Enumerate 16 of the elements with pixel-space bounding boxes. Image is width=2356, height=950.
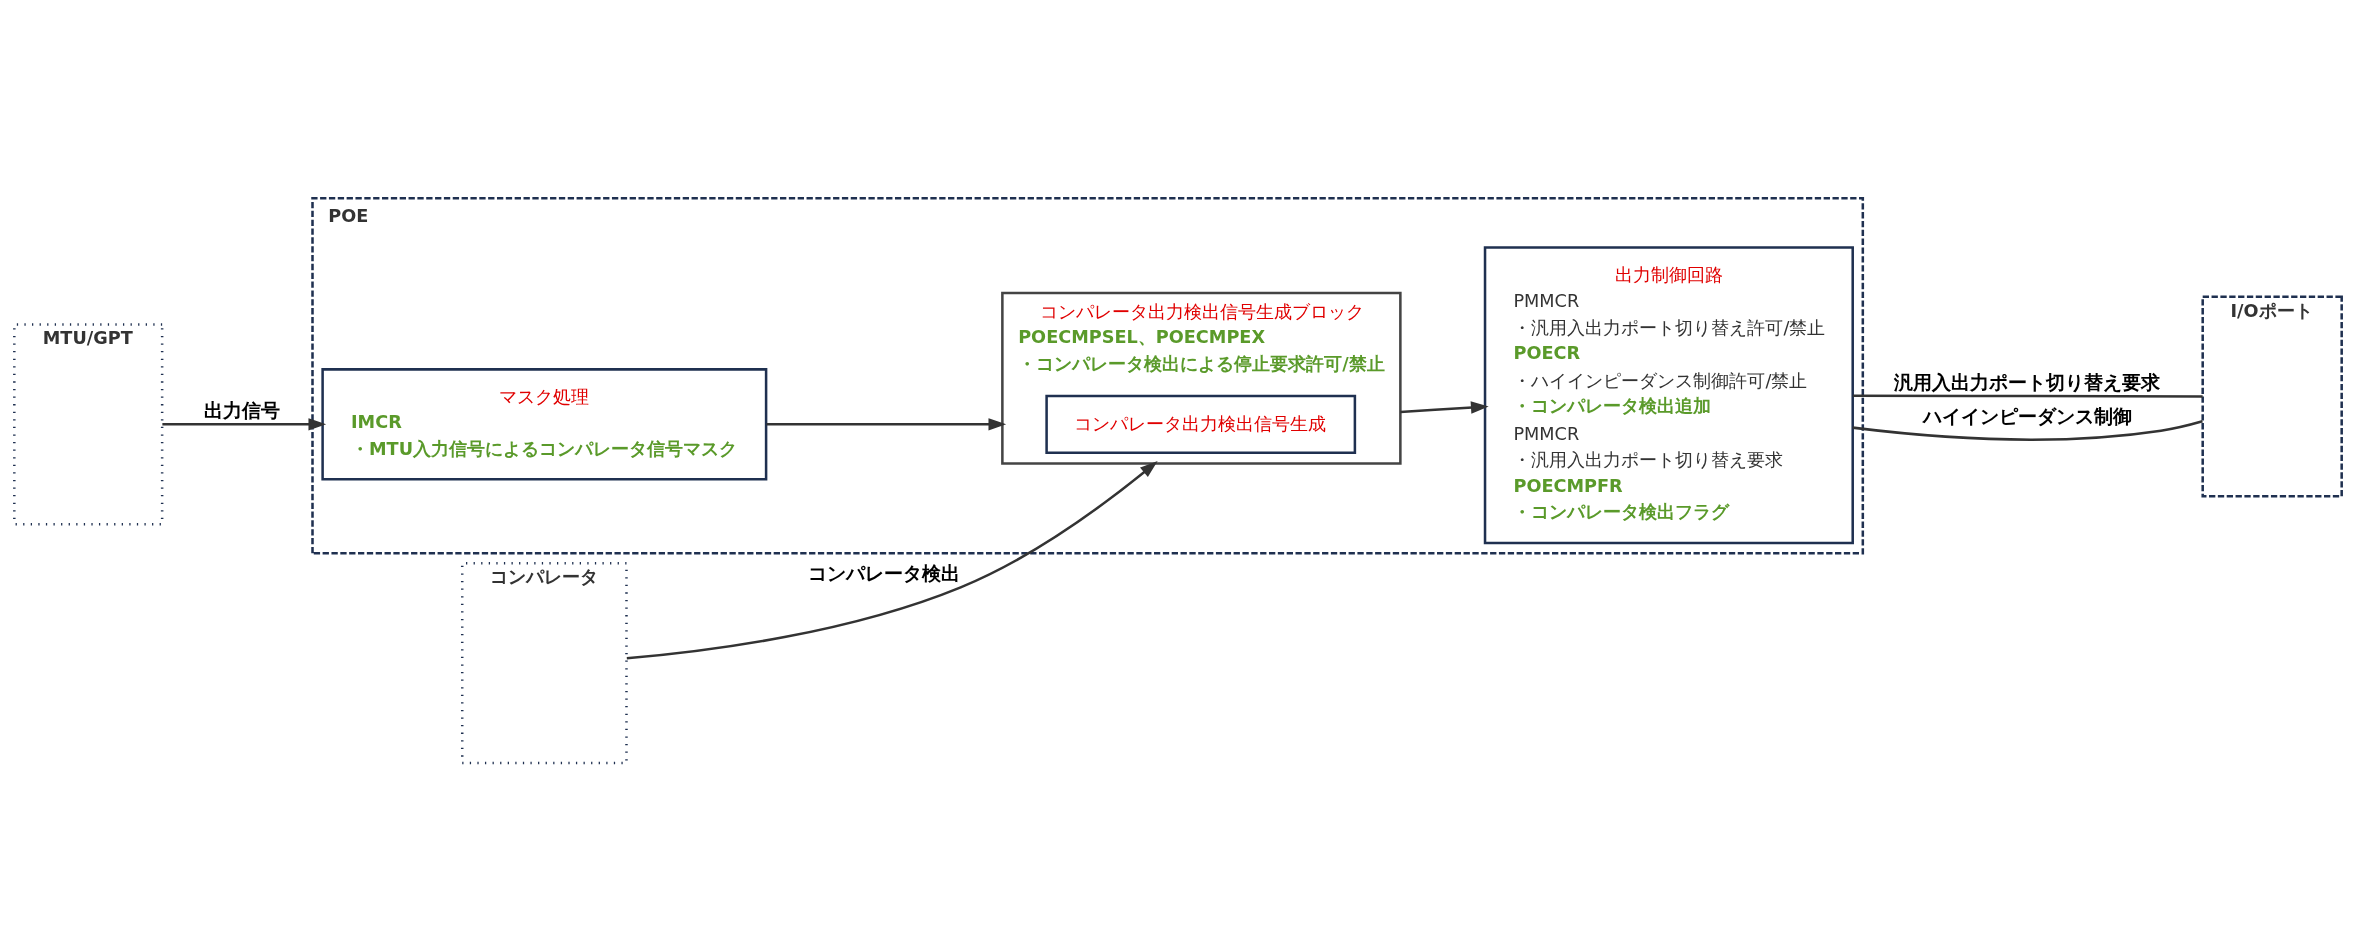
edge-label: 汎用入出力ポート切り替え要求 — [1894, 370, 2161, 393]
connector — [1852, 419, 2203, 441]
arrow — [626, 460, 1158, 660]
edge-label: 出力信号 — [203, 398, 280, 421]
node-box: マスク処理 IMCR ・MTU入力信号によるコンパレータ信号マスク — [321, 367, 768, 481]
arrow — [766, 417, 1007, 431]
arrow — [1400, 400, 1489, 414]
edge-label: ハイインピーダンス制御 — [1922, 404, 2132, 427]
edge-label: コンパレータ検出 — [807, 561, 960, 584]
node-box: 出力制御回路 PMMCR ・汎用入出力ポート切り替え許可/禁止 POECR ・ハイインピーダンス制御許可/禁止 ・コンパレータ検出追加 PMMCR ・汎用入出力ポート切り替え要求 POECMPFR ・コンパレータ検出フラグ — [1483, 245, 1854, 544]
arrow — [162, 417, 327, 431]
node-box: コンパレータ — [460, 561, 628, 764]
connector — [1852, 393, 2203, 398]
node-box: コンパレータ出力検出信号生成 — [1045, 394, 1357, 454]
node-box: I/Oポート — [2201, 294, 2343, 498]
node-box: MTU/GPT — [13, 322, 164, 525]
